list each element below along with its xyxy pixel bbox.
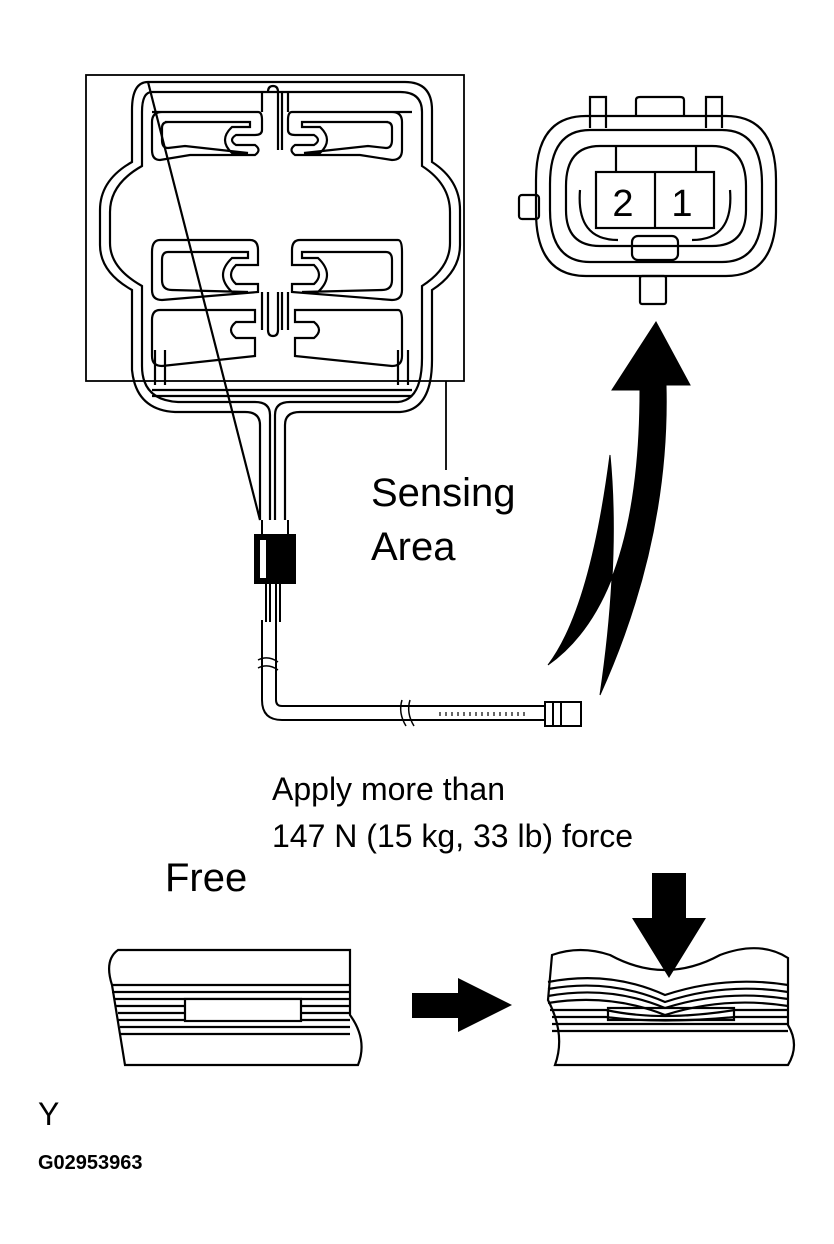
sensor-mat [85,74,465,521]
connector-key-slot [630,234,680,262]
connector-face [517,95,778,306]
pressed-section-gap [606,1006,736,1022]
upper-lobe-left [150,110,264,162]
spine-middle [260,292,290,338]
harness-split-wires [265,583,281,622]
upper-lobe-right-inner [300,120,394,155]
mat-inner-outline [108,90,452,520]
harness-end-connector [544,701,582,727]
harness-vertical-sleeve [261,620,405,721]
free-cross-section [107,948,363,1067]
connector-side-tab [517,193,541,221]
spine-top [260,84,290,150]
straight-arrow [412,978,512,1032]
curved-arrow [547,321,691,696]
corner-letter: Y [38,1096,60,1132]
free-label: Free [165,856,248,900]
harness-hatching [439,712,525,716]
connector-bottom-tab [638,274,668,306]
connector-inner-rim [564,144,748,248]
sensing-area-label-line1: Sensing [371,471,516,515]
middle-lobe-right-inner [300,250,394,294]
pressed-cross-section [546,947,796,1067]
free-section-gap [183,997,303,1023]
force-instruction-line2: 147 N (15 kg, 33 lb) force [272,818,634,854]
connector-pin-1: 1 [671,183,692,225]
upper-lobe-right [286,110,412,162]
figure-code: G02953963 [38,1152,143,1174]
pressed-section-outline [546,947,796,1067]
middle-lobe-left [150,238,260,302]
lower-lobe-left [150,308,257,368]
mat-outer-outline [98,80,462,521]
mat-bottom-lines [152,350,412,398]
pressed-section-layers [547,977,789,1033]
sensor-harness [254,381,582,727]
sensing-area-frame [85,74,465,382]
lower-lobe-right [293,308,404,368]
connector-pin-block-top [614,146,698,172]
connector-top-tabs [588,95,724,128]
connector-outer-shell [534,114,778,278]
middle-lobe-right [290,238,404,302]
harness-horizontal-sleeve [405,705,545,721]
connector-inner-shell [548,128,764,264]
free-section-outline [107,948,363,1067]
upper-lobe-left-inner [160,120,252,155]
harness-break-horizontal [399,699,415,727]
middle-lobe-left-inner [160,250,250,294]
harness-break-vertical [257,657,279,671]
connector-latch-arcs [578,189,732,242]
connector-pin-2: 2 [612,183,633,225]
force-instruction-line1: Apply more than [272,771,506,807]
force-arrow [632,873,706,978]
sensing-area-label-line2: Area [371,525,456,569]
